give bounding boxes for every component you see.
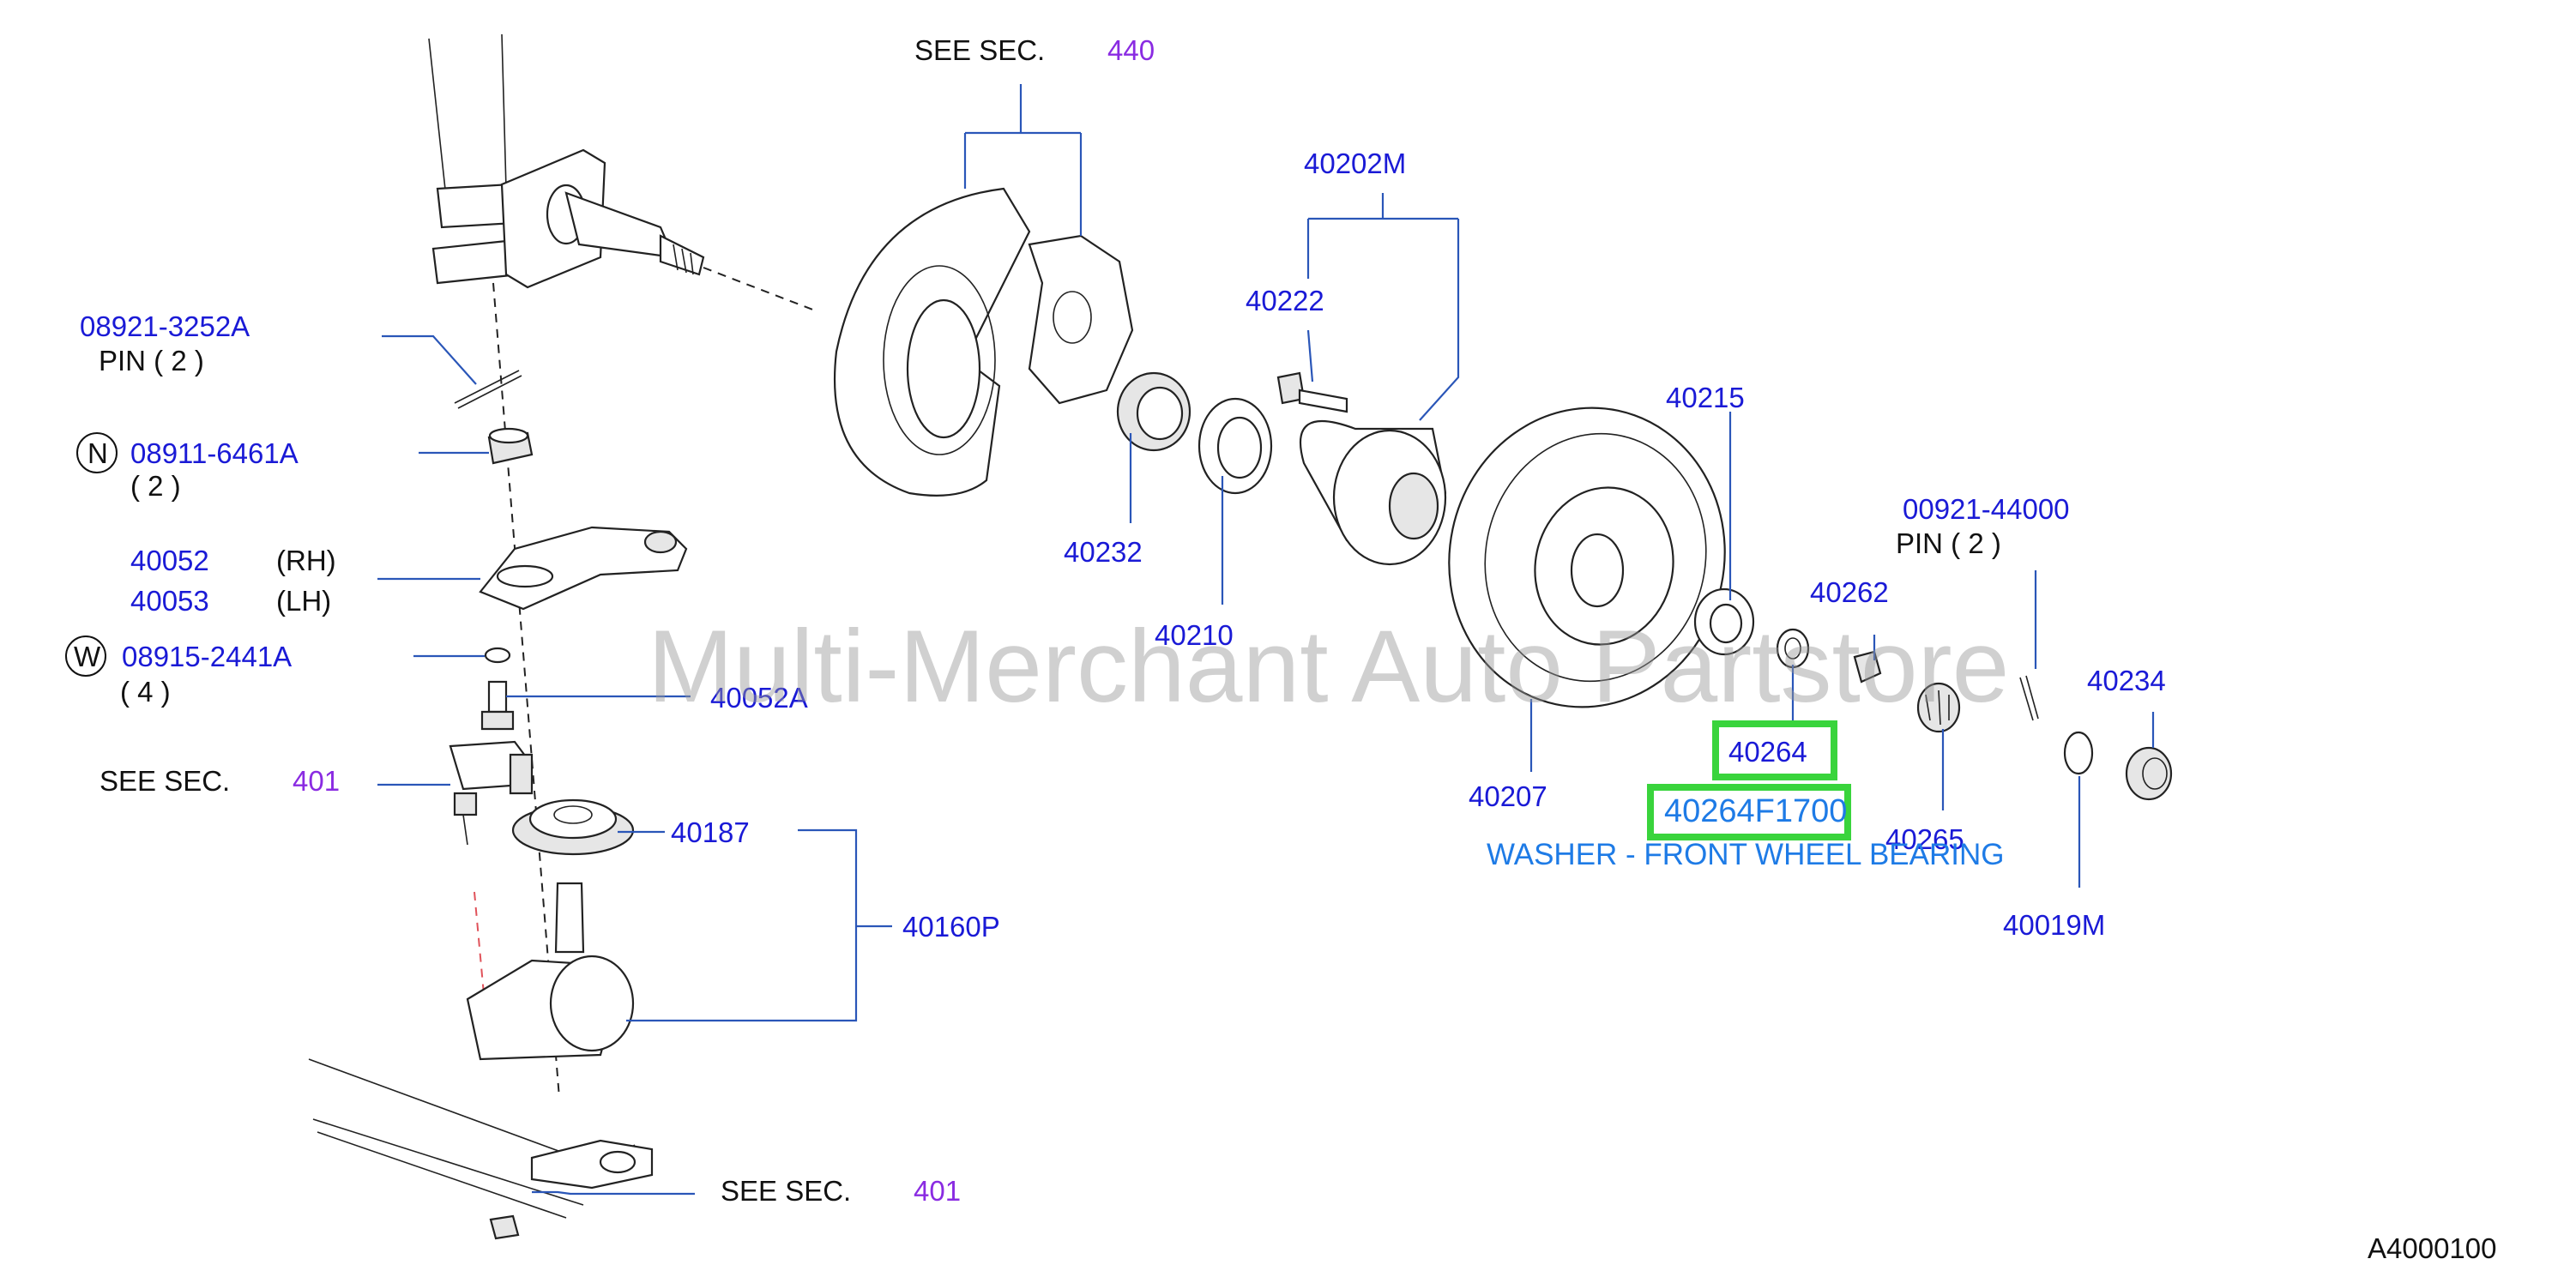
strut-axis-dashline — [703, 267, 816, 311]
strut-knuckle-drawing — [428, 33, 705, 289]
label-40210[interactable]: 40210 — [1155, 619, 1234, 651]
label-08921-3252a[interactable]: 08921-3252A — [80, 310, 250, 342]
label-40222[interactable]: 40222 — [1246, 285, 1324, 316]
label-40053[interactable]: 40053 — [130, 585, 209, 617]
w-badge-letter: W — [74, 641, 101, 672]
red-axis-dashline — [474, 891, 486, 1004]
cotter-pin-2-drawing — [2019, 675, 2039, 721]
label-40187[interactable]: 40187 — [671, 816, 750, 848]
hub-bolt-drawing — [1276, 371, 1348, 413]
bracket-drawing — [449, 740, 534, 846]
label-08911-6461a[interactable]: 08911-6461A — [130, 437, 299, 469]
pin2-qty-label: PIN ( 2 ) — [1896, 527, 2001, 559]
o-ring-40019m-drawing — [2063, 731, 2094, 775]
leader-lines — [377, 84, 2155, 1196]
seal-40210-drawing — [1198, 397, 1273, 495]
inner-bearing-40215-drawing — [1693, 587, 1755, 656]
pin1-qty-label: PIN ( 2 ) — [99, 345, 204, 376]
washer-qty-label: ( 4 ) — [120, 676, 171, 708]
label-40052[interactable]: 40052 — [130, 545, 209, 576]
rh-side-label: (RH) — [276, 545, 336, 576]
see-sec-top-label: SEE SEC. — [914, 34, 1045, 66]
n-badge-circle — [76, 432, 118, 473]
diagram-code: A4000100 — [2368, 1232, 2496, 1264]
backing-plate-drawing — [833, 187, 1134, 497]
label-40234[interactable]: 40234 — [2087, 665, 2166, 696]
hub-40202m-drawing — [1300, 420, 1447, 566]
watermark-text: Multi-Merchant Auto Partstore — [648, 609, 2009, 724]
label-40202m[interactable]: 40202M — [1304, 148, 1406, 179]
label-40232[interactable]: 40232 — [1064, 536, 1143, 568]
tension-arm-drawing — [479, 526, 688, 611]
w-badge-circle — [65, 635, 106, 677]
section-link-401-bottom[interactable]: 401 — [914, 1175, 961, 1207]
label-40265[interactable]: 40265 — [1885, 823, 1964, 855]
label-40264[interactable]: 40264 — [1728, 736, 1807, 768]
label-40262[interactable]: 40262 — [1810, 576, 1889, 608]
adjusting-cap-40265-drawing — [1916, 682, 1961, 733]
label-08915-2441a[interactable]: 08915-2441A — [122, 641, 292, 672]
nut-qty-label: ( 2 ) — [130, 470, 181, 502]
label-40052a[interactable]: 40052A — [710, 682, 808, 714]
see-sec-mid-label: SEE SEC. — [100, 765, 230, 797]
highlighted-part-number[interactable]: 40264F1700 — [1664, 793, 1847, 829]
label-00921-44000[interactable]: 00921-44000 — [1903, 493, 2070, 525]
label-40160p[interactable]: 40160P — [902, 911, 1000, 943]
section-link-401-mid[interactable]: 401 — [293, 765, 340, 797]
grease-cap-40234-drawing — [2125, 746, 2173, 801]
label-40019m[interactable]: 40019M — [2003, 909, 2105, 941]
castle-nut-drawing — [487, 427, 534, 465]
cotter-pin-drawing — [454, 370, 522, 409]
n-badge-letter: N — [87, 437, 108, 469]
label-40207[interactable]: 40207 — [1469, 780, 1547, 812]
ball-joint-drawing — [308, 798, 654, 1240]
label-40215[interactable]: 40215 — [1666, 382, 1745, 413]
highlight-box-40264 — [1712, 720, 1837, 780]
washer-drawing — [484, 647, 511, 664]
bolt-40052a-drawing — [480, 680, 515, 731]
rotor-40207-drawing — [1448, 407, 1726, 708]
section-link-440[interactable]: 440 — [1107, 34, 1155, 66]
outer-bearing-40232-drawing — [1116, 371, 1191, 452]
lh-side-label: (LH) — [276, 585, 331, 617]
highlight-box-part-number — [1647, 784, 1851, 840]
see-sec-bottom-label: SEE SEC. — [721, 1175, 851, 1207]
highlighted-part-description: WASHER - FRONT WHEEL BEARING — [1487, 838, 2004, 871]
